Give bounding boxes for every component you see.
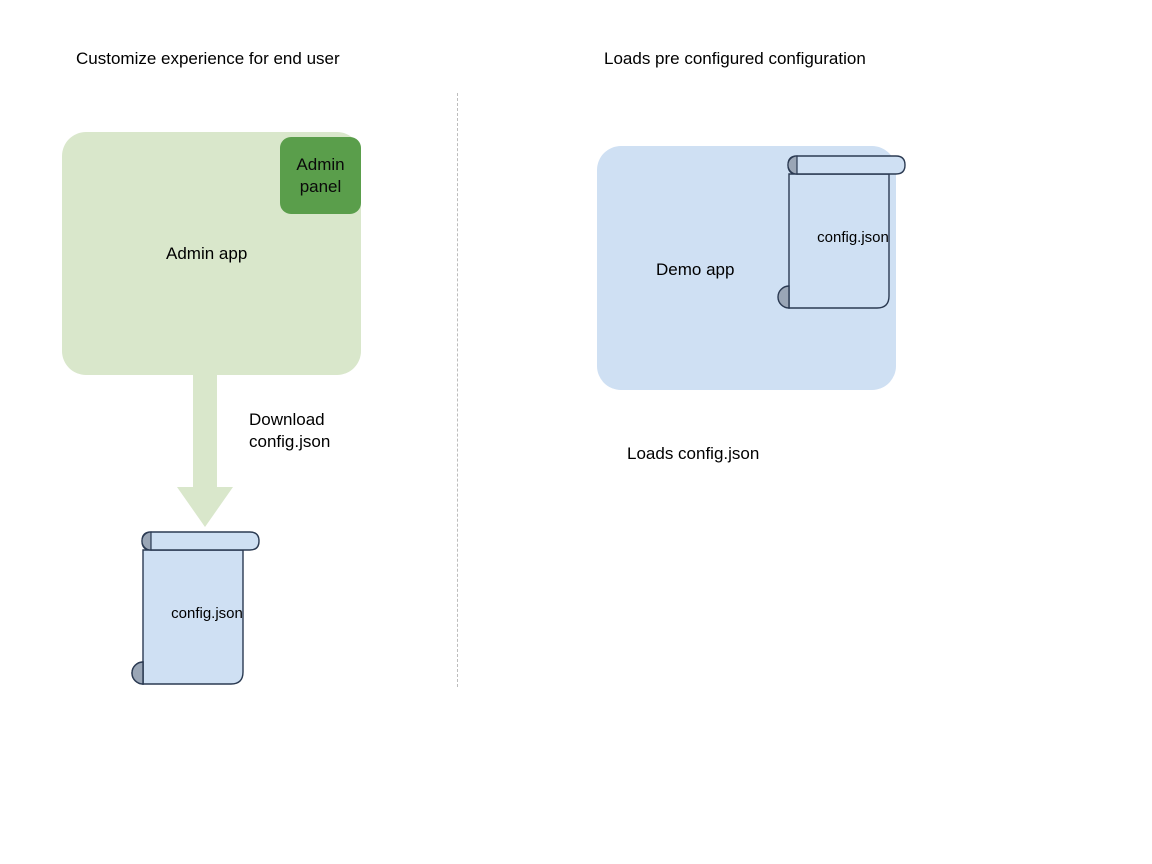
admin-panel-label-line1: Admin <box>296 154 345 174</box>
loads-config-caption: Loads config.json <box>627 444 760 463</box>
left-section-title: Customize experience for end user <box>76 49 340 68</box>
config-file-right-label: config.json <box>817 229 889 246</box>
download-label-line1: Download <box>249 410 325 429</box>
admin-panel-block[interactable]: Admin panel <box>280 137 361 214</box>
download-label-line2: config.json <box>249 432 331 451</box>
admin-panel-label: Admin panel <box>296 154 344 198</box>
config-file-right[interactable]: config.json <box>764 152 912 314</box>
admin-app-label: Admin app <box>166 244 248 263</box>
arrow-down-icon <box>176 370 234 528</box>
config-file-left[interactable]: config.json <box>118 528 266 690</box>
demo-app-label: Demo app <box>656 260 735 279</box>
download-arrow-label: Download config.json <box>249 409 330 453</box>
section-divider <box>457 93 459 687</box>
admin-panel-label-line2: panel <box>299 176 342 196</box>
right-section-title: Loads pre configured configuration <box>604 49 866 68</box>
config-file-left-label: config.json <box>171 605 243 622</box>
